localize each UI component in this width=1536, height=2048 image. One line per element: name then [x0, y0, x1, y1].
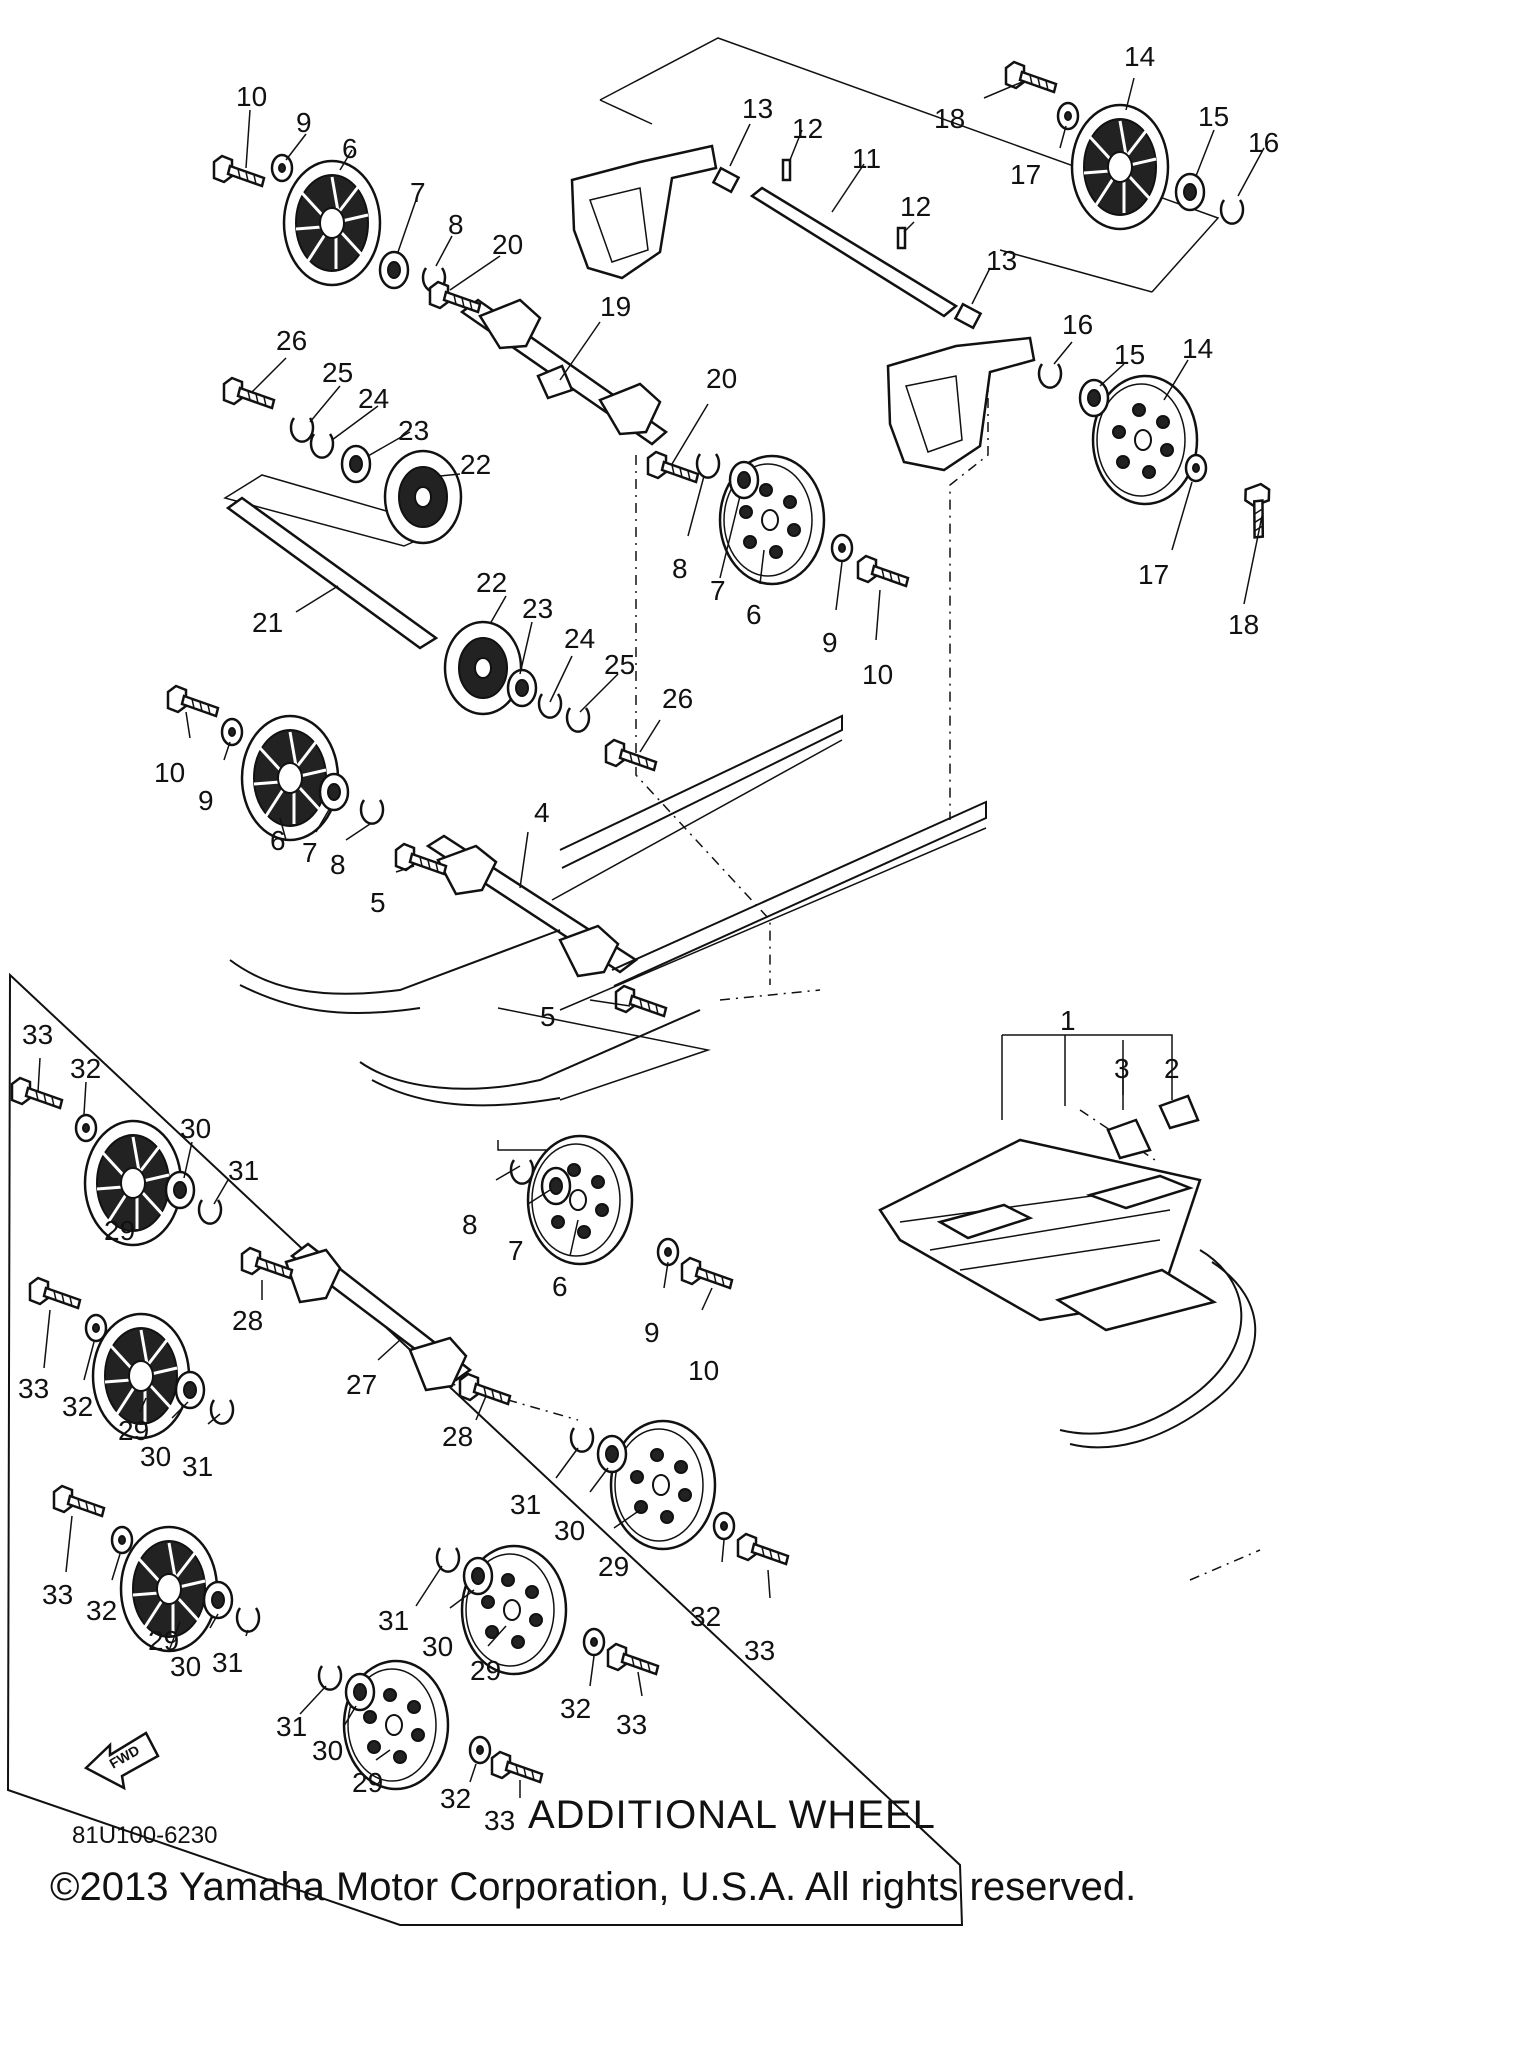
- callout-31e: 31: [378, 1605, 409, 1636]
- callout-23b: 23: [522, 593, 553, 624]
- callout-16b: 16: [1062, 309, 1093, 340]
- callout-23: 23: [398, 415, 429, 446]
- callout-12b: 12: [900, 191, 931, 222]
- callout-8b: 8: [672, 553, 688, 584]
- callout-11: 11: [852, 143, 881, 174]
- callout-25: 25: [322, 357, 353, 388]
- callout-32e: 32: [560, 1693, 591, 1724]
- callout-30d: 30: [170, 1651, 201, 1682]
- callout-7b: 7: [710, 575, 726, 606]
- callout-10b: 10: [862, 659, 893, 690]
- callout-10: 10: [236, 81, 267, 112]
- callout-32b: 32: [62, 1391, 93, 1422]
- callout-28b: 28: [442, 1421, 473, 1452]
- callout-33d: 33: [42, 1579, 73, 1610]
- callout-9d: 9: [644, 1317, 660, 1348]
- callout-30: 30: [180, 1113, 211, 1144]
- callout-7d: 7: [508, 1235, 524, 1266]
- callout-30e: 30: [422, 1631, 453, 1662]
- callout-18: 18: [934, 103, 965, 134]
- callout-33: 33: [22, 1019, 53, 1050]
- callout-22: 22: [460, 449, 491, 480]
- figure-code: 81U100-6230: [72, 1822, 218, 1849]
- callout-32: 32: [70, 1053, 101, 1084]
- callout-7c: 7: [302, 837, 318, 868]
- callout-31: 31: [228, 1155, 259, 1186]
- callout-29c: 29: [598, 1551, 629, 1582]
- callout-9b: 9: [822, 627, 838, 658]
- callout-6: 6: [342, 133, 358, 164]
- callout-12: 12: [792, 113, 823, 144]
- callout-8: 8: [448, 209, 464, 240]
- callout-19: 19: [600, 291, 631, 322]
- callout-14b: 14: [1182, 333, 1213, 364]
- additional-wheel-banner: ADDITIONAL WHEEL: [528, 1793, 936, 1837]
- callout-8d: 8: [462, 1209, 478, 1240]
- callout-17b: 17: [1138, 559, 1169, 590]
- callout-24b: 24: [564, 623, 595, 654]
- callout-6b: 6: [746, 599, 762, 630]
- callout-30b: 30: [140, 1441, 171, 1472]
- callout-32c: 32: [690, 1601, 721, 1632]
- callout-31d: 31: [212, 1647, 243, 1678]
- callout-20: 20: [492, 229, 523, 260]
- callout-32d: 32: [86, 1595, 117, 1626]
- callout-14: 14: [1124, 41, 1155, 72]
- callout-13: 13: [742, 93, 773, 124]
- callout-26: 26: [276, 325, 307, 356]
- callout-22b: 22: [476, 567, 507, 598]
- callout-33c: 33: [744, 1635, 775, 1666]
- callout-5b: 5: [540, 1001, 556, 1032]
- callout-31f: 31: [276, 1711, 307, 1742]
- callout-29b: 29: [118, 1415, 149, 1446]
- callout-29d: 29: [148, 1625, 179, 1656]
- callout-28: 28: [232, 1305, 263, 1336]
- callout-30c: 30: [554, 1515, 585, 1546]
- callout-32f: 32: [440, 1783, 471, 1814]
- callout-33b: 33: [18, 1373, 49, 1404]
- callout-9: 9: [296, 107, 312, 138]
- callout-21: 21: [252, 607, 283, 638]
- callout-31b: 31: [182, 1451, 213, 1482]
- callout-8c: 8: [330, 849, 346, 880]
- callout-3: 3: [1114, 1053, 1130, 1084]
- callout-24: 24: [358, 383, 389, 414]
- callout-15b: 15: [1114, 339, 1145, 370]
- callout-29: 29: [104, 1215, 135, 1246]
- callout-18b: 18: [1228, 609, 1259, 640]
- callout-31c: 31: [510, 1489, 541, 1520]
- callout-30f: 30: [312, 1735, 343, 1766]
- callout-29f: 29: [352, 1767, 383, 1798]
- callout-26b: 26: [662, 683, 693, 714]
- callout-2: 2: [1164, 1053, 1180, 1084]
- callout-9c: 9: [198, 785, 214, 816]
- callout-10c: 10: [154, 757, 185, 788]
- callout-7: 7: [410, 177, 426, 208]
- callout-16: 16: [1248, 127, 1279, 158]
- callout-6c: 6: [270, 825, 286, 856]
- callout-29e: 29: [470, 1655, 501, 1686]
- callout-6d: 6: [552, 1271, 568, 1302]
- callout-1: 1: [1060, 1005, 1076, 1036]
- callout-27: 27: [346, 1369, 377, 1400]
- callout-33e: 33: [616, 1709, 647, 1740]
- callout-4: 4: [534, 797, 550, 828]
- callout-10d: 10: [688, 1355, 719, 1386]
- callout-13b: 13: [986, 245, 1017, 276]
- callout-5: 5: [370, 887, 386, 918]
- callout-25b: 25: [604, 649, 635, 680]
- callout-20b: 20: [706, 363, 737, 394]
- callout-15: 15: [1198, 101, 1229, 132]
- copyright-notice: ©2013 Yamaha Motor Corporation, U.S.A. A…: [50, 1865, 1137, 1909]
- callout-33f: 33: [484, 1805, 515, 1836]
- callout-17: 17: [1010, 159, 1041, 190]
